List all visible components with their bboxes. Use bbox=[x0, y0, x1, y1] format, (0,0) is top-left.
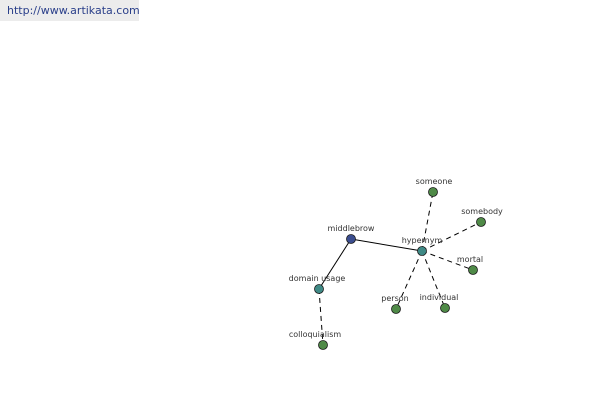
node-person[interactable] bbox=[391, 304, 401, 314]
node-label-person[interactable]: person bbox=[381, 294, 408, 303]
edge-hypernym-someone bbox=[421, 191, 434, 252]
edge-hypernym-mortal bbox=[421, 250, 474, 271]
node-individual[interactable] bbox=[440, 303, 450, 313]
node-label-hypernym[interactable]: hypernym bbox=[402, 236, 443, 245]
graph-labels: middlebrow hypernym domain usage colloquial… bbox=[289, 177, 503, 339]
node-label-somebody[interactable]: somebody bbox=[461, 207, 503, 216]
node-label-mortal[interactable]: mortal bbox=[457, 255, 483, 264]
edge-domain-usage-colloquialism bbox=[318, 288, 324, 346]
edge-middlebrow-domain-usage bbox=[318, 238, 352, 290]
edge-hypernym-individual bbox=[421, 250, 446, 309]
node-domain-usage[interactable] bbox=[314, 284, 324, 294]
site-url[interactable]: http://www.artikata.com bbox=[0, 0, 139, 21]
node-hypernym[interactable] bbox=[417, 246, 427, 256]
node-label-middlebrow[interactable]: middlebrow bbox=[328, 224, 375, 233]
node-middlebrow[interactable] bbox=[346, 234, 356, 244]
graph-nodes bbox=[314, 187, 486, 350]
edge-hypernym-person bbox=[395, 250, 423, 310]
node-label-colloquialism[interactable]: colloquialism bbox=[289, 330, 342, 339]
node-colloquialism[interactable] bbox=[318, 340, 328, 350]
graph-edges bbox=[318, 191, 482, 346]
edge-middlebrow-hypernym bbox=[350, 238, 423, 252]
node-someone[interactable] bbox=[428, 187, 438, 197]
node-label-individual[interactable]: individual bbox=[420, 293, 459, 302]
node-label-someone[interactable]: someone bbox=[416, 177, 453, 186]
node-somebody[interactable] bbox=[476, 217, 486, 227]
edge-hypernym-somebody bbox=[421, 221, 482, 252]
node-label-domain-usage[interactable]: domain usage bbox=[289, 274, 346, 283]
node-mortal[interactable] bbox=[468, 265, 478, 275]
